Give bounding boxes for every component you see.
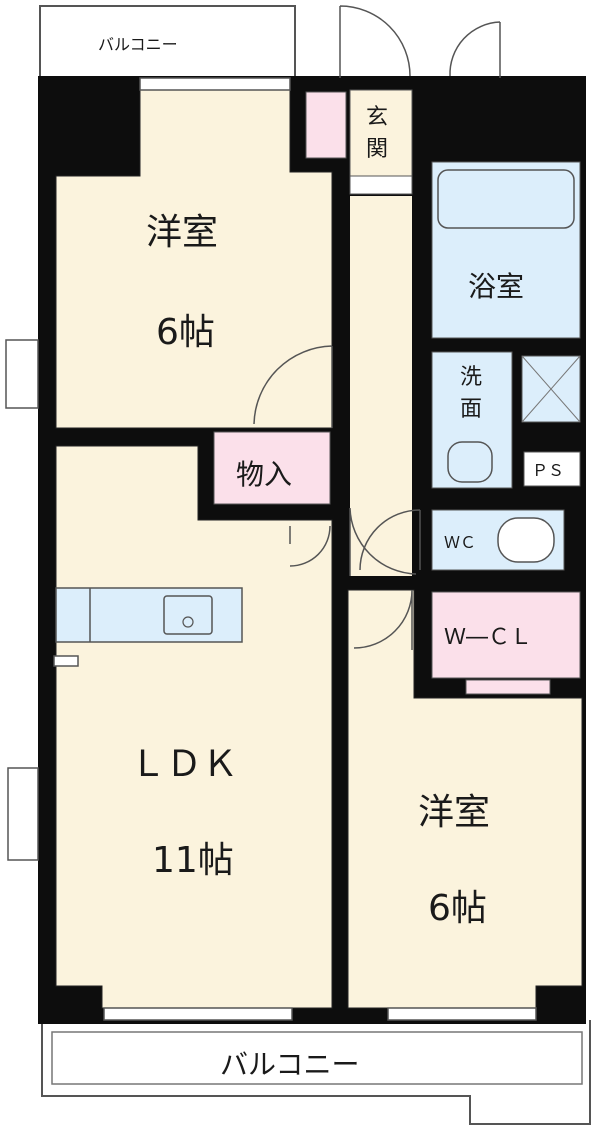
ldk-name: ＬＤＫ: [130, 744, 238, 785]
balcony-top-outline: [39, 5, 296, 78]
corridor-floor: [350, 196, 412, 576]
ps-label: ＰＳ: [532, 461, 564, 480]
kitchen-sink: [163, 595, 213, 635]
washbasin: [447, 441, 493, 483]
pan-diag-2: [521, 355, 581, 423]
bath-label: 浴室: [468, 270, 524, 303]
ps-box: [523, 451, 581, 487]
ldk-size: 11帖: [152, 840, 234, 881]
storage-floor: [213, 431, 331, 505]
sink-drain: [182, 616, 194, 628]
entrance-floor: [349, 89, 413, 189]
storage-label: 物入: [236, 458, 292, 491]
balcony-bottom-outline: [41, 1020, 591, 1125]
entrance-step: [349, 175, 413, 195]
ldk-floor: [55, 445, 333, 1009]
windows: [5, 77, 537, 1021]
doors: [253, 5, 501, 650]
washroom-label-2: 面: [460, 397, 482, 422]
wcl-door: [465, 679, 551, 695]
western-room-1-name: 洋室: [146, 212, 218, 253]
wcl-label: Ｗ―ＣＬ: [444, 625, 532, 650]
wc-label: ＷＣ: [444, 533, 476, 552]
western-room-1-floor: [55, 89, 333, 429]
kitchen-counter: [55, 587, 243, 643]
western-room-1-size: 6帖: [156, 312, 215, 353]
balcony-bottom-label: バルコニー: [220, 1048, 359, 1081]
toilet: [497, 517, 555, 563]
entrance-label-2: 関: [366, 137, 388, 162]
balcony-bottom-inner: [51, 1031, 583, 1085]
western-room-2-name: 洋室: [418, 792, 490, 833]
wcl-floor: [431, 591, 581, 679]
shoe-cabinet: [305, 91, 347, 159]
western-room-2-size: 6帖: [428, 888, 487, 929]
balcony-top-label: バルコニー: [98, 35, 178, 54]
bathtub: [437, 169, 575, 229]
entrance-label-1: 玄: [366, 105, 388, 130]
washroom-label-1: 洗: [460, 365, 482, 390]
